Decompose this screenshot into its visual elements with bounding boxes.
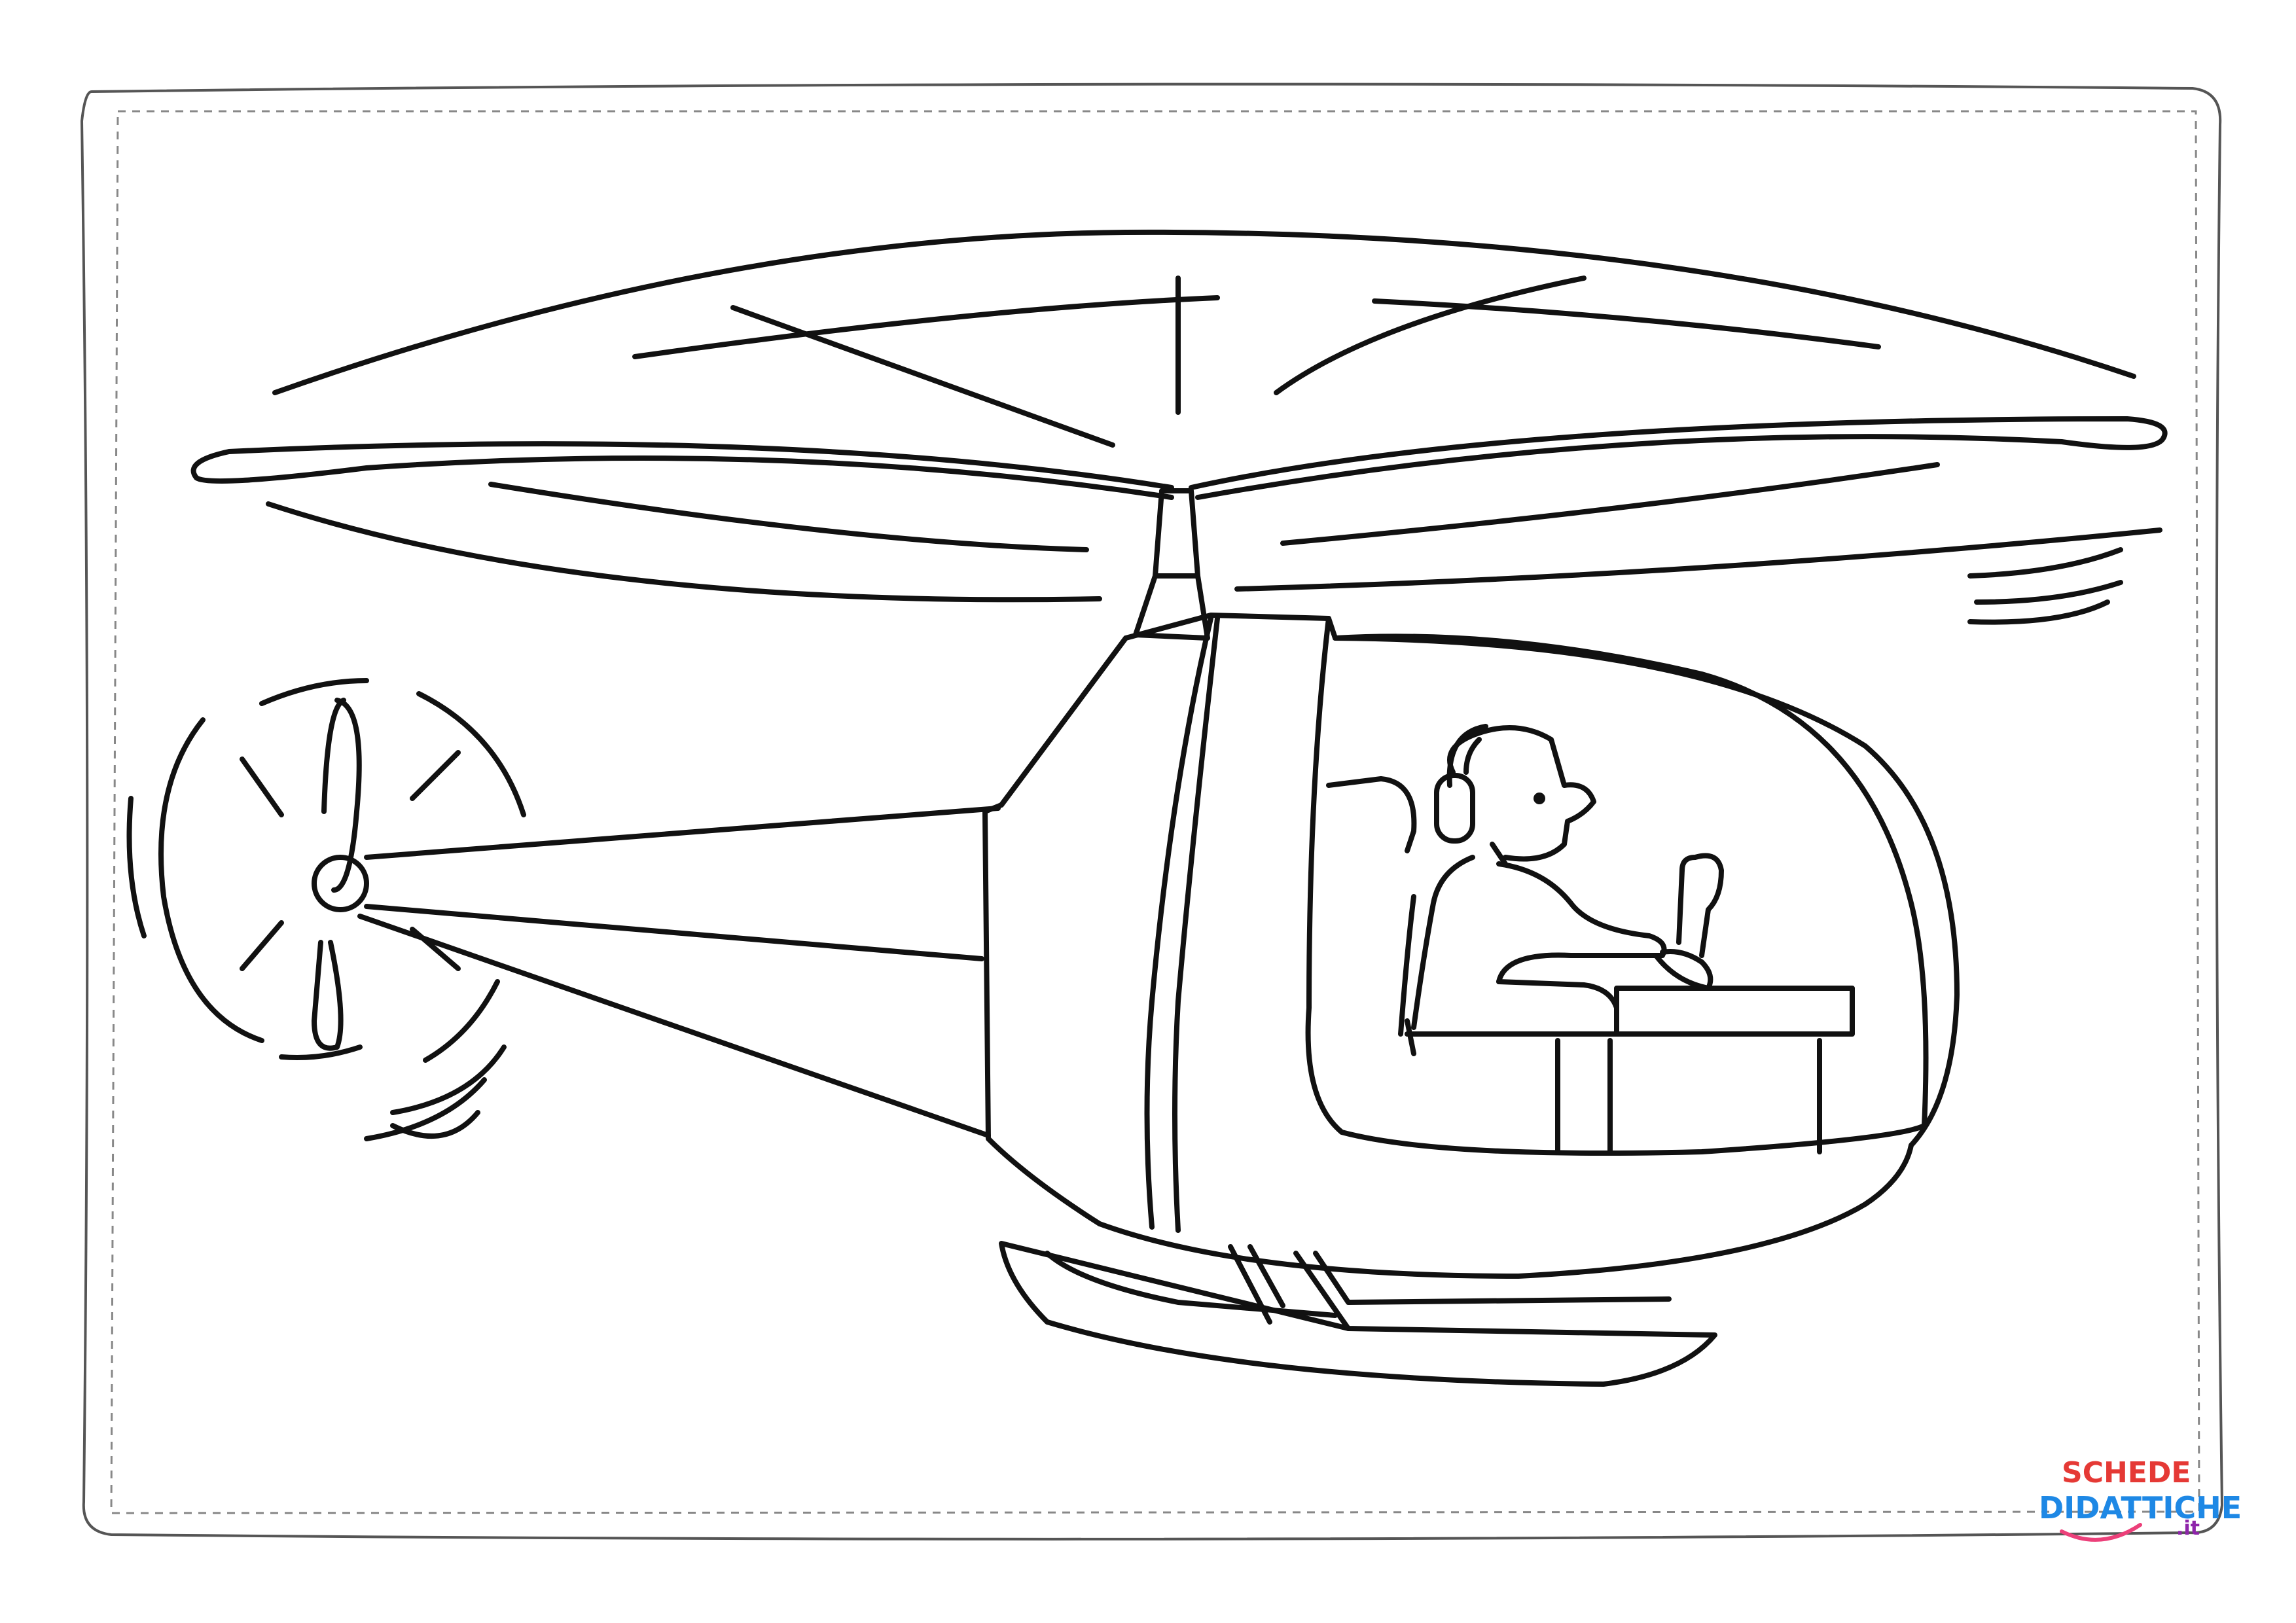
tail-boom — [357, 806, 1001, 1138]
main-rotor — [190, 229, 2168, 641]
site-logo: SCHEDE DIDATTICHE .it — [2039, 1456, 2242, 1542]
logo-line2: DIDATTICHE — [2039, 1490, 2242, 1525]
helicopter-body — [982, 613, 1960, 1279]
landing-skid — [999, 1241, 1717, 1387]
page-border — [80, 82, 2224, 1541]
logo-suffix: .it — [2176, 1517, 2200, 1540]
pilot-figure — [1326, 724, 1855, 1154]
logo-line1: SCHEDE — [2062, 1456, 2191, 1489]
tail-rotor — [126, 678, 526, 1141]
